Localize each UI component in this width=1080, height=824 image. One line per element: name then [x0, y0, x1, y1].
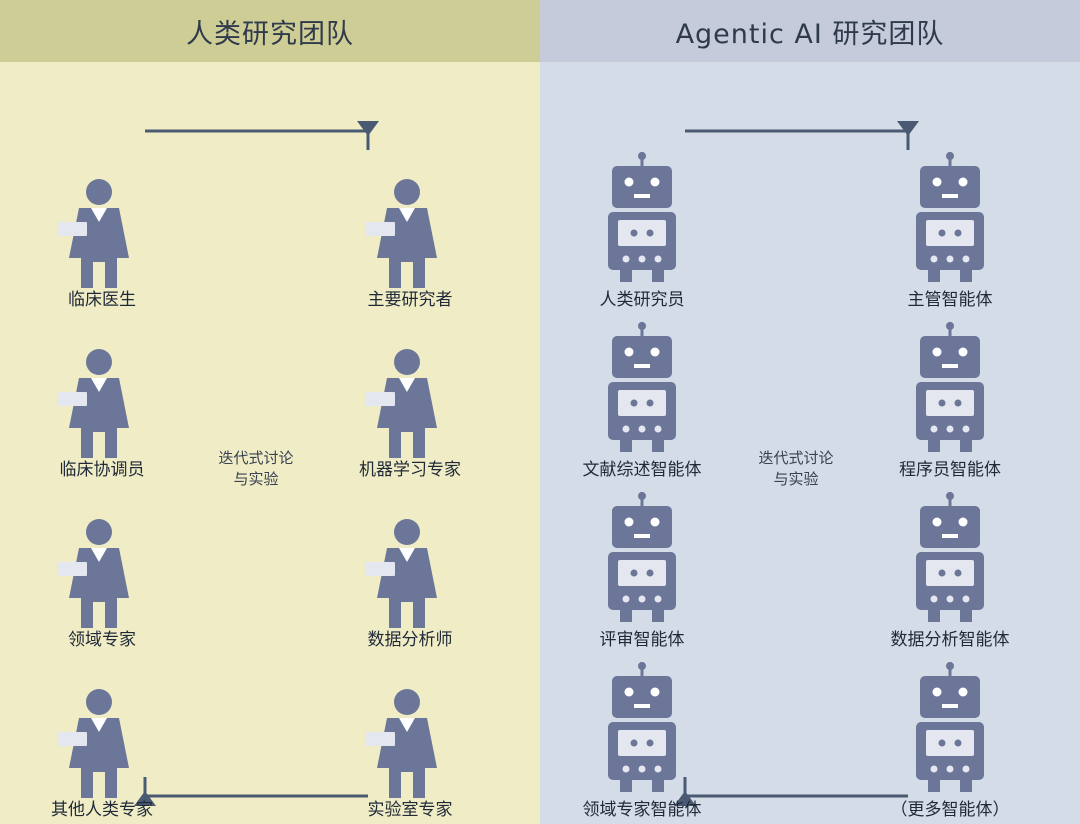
human-member-label: 数据分析师: [367, 630, 453, 650]
ai-agent-label: 文献综述智能体: [582, 460, 702, 480]
ai-flow-arrows: [674, 121, 919, 806]
human-member-label: 领域专家: [68, 630, 136, 650]
human-top-arrowhead: [357, 121, 379, 136]
human-iteration-line2: 与实验: [233, 470, 279, 488]
human-member-label: 主要研究者: [367, 290, 453, 310]
person-with-tie-icon: [365, 518, 445, 632]
ai-team-panel: Agentic AI 研究团队 迭代式讨论 与实验 人类研究员 主管智能体文献综述…: [540, 0, 1080, 824]
human-team-title: 人类研究团队: [0, 0, 540, 62]
person-with-tie-icon: [57, 348, 137, 462]
robot-icon: [602, 662, 682, 796]
ai-agent-label: 评审智能体: [599, 630, 685, 650]
robot-icon: [910, 492, 990, 626]
ai-agent-label: （更多智能体）: [890, 800, 1010, 820]
ai-team-title: Agentic AI 研究团队: [540, 0, 1080, 62]
person-with-tie-icon: [57, 178, 137, 292]
ai-agent-label: 主管智能体: [907, 290, 993, 310]
ai-agent-label: 领域专家智能体: [582, 800, 702, 820]
ai-bottom-arrowhead: [674, 791, 696, 806]
human-member-label: 临床协调员: [59, 460, 145, 480]
robot-icon: [602, 152, 682, 286]
ai-agent-label: 人类研究员: [599, 290, 685, 310]
human-member-label: 机器学习专家: [359, 460, 461, 480]
robot-icon: [602, 322, 682, 456]
ai-iteration-line1: 迭代式讨论: [758, 449, 834, 467]
ai-iteration-note: 迭代式讨论 与实验: [736, 448, 856, 490]
person-with-tie-icon: [57, 688, 137, 802]
human-iteration-line1: 迭代式讨论: [218, 449, 294, 467]
ai-iteration-line2: 与实验: [773, 470, 819, 488]
human-iteration-note: 迭代式讨论 与实验: [196, 448, 316, 490]
human-member-label: 实验室专家: [367, 800, 453, 820]
person-with-tie-icon: [365, 178, 445, 292]
human-team-panel: 人类研究团队 迭代式讨论 与实验 临床医生 主要研究者临床协调员 机器学习专家领域专…: [0, 0, 540, 820]
robot-icon: [602, 492, 682, 626]
robot-icon: [910, 662, 990, 796]
ai-agent-label: 程序员智能体: [899, 460, 1001, 480]
robot-icon: [910, 152, 990, 286]
ai-agent-label: 数据分析智能体: [890, 630, 1010, 650]
human-member-label: 其他人类专家: [51, 800, 153, 820]
human-member-label: 临床医生: [68, 290, 136, 310]
person-with-tie-icon: [365, 688, 445, 802]
ai-top-arrowhead: [897, 121, 919, 136]
robot-icon: [910, 322, 990, 456]
person-with-tie-icon: [365, 348, 445, 462]
person-with-tie-icon: [57, 518, 137, 632]
human-bottom-arrowhead: [134, 791, 156, 806]
human-flow-arrows: [134, 121, 379, 806]
